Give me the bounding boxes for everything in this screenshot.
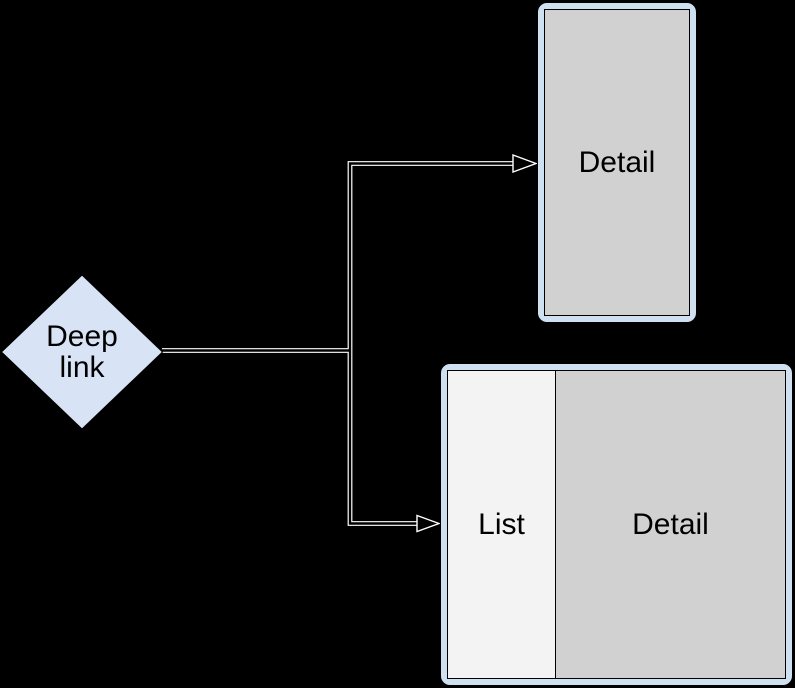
deep-link-label-line2: link [59, 351, 105, 384]
node-deep-link: Deep link [0, 274, 164, 430]
diamond-shape [0, 274, 164, 430]
node-detail-screen: Detail [537, 2, 697, 323]
detail-screen-label: Detail [578, 146, 656, 179]
list-panel: List [448, 371, 556, 678]
diamond-shape-svg [0, 274, 164, 430]
detail-panel: Detail [556, 371, 785, 678]
arrowhead-to-list-detail-icon [416, 514, 442, 533]
node-list-detail-screen: List Detail [440, 363, 793, 686]
detail-screen-panel: Detail [544, 9, 690, 316]
detail-panel-label: Detail [632, 508, 709, 541]
list-panel-label: List [478, 508, 525, 541]
arrowhead-to-detail-icon [512, 153, 539, 174]
deep-link-label-line1: Deep [46, 320, 118, 353]
deep-link-label: Deep link [0, 274, 164, 430]
list-detail-screen-body: List Detail [447, 370, 786, 679]
